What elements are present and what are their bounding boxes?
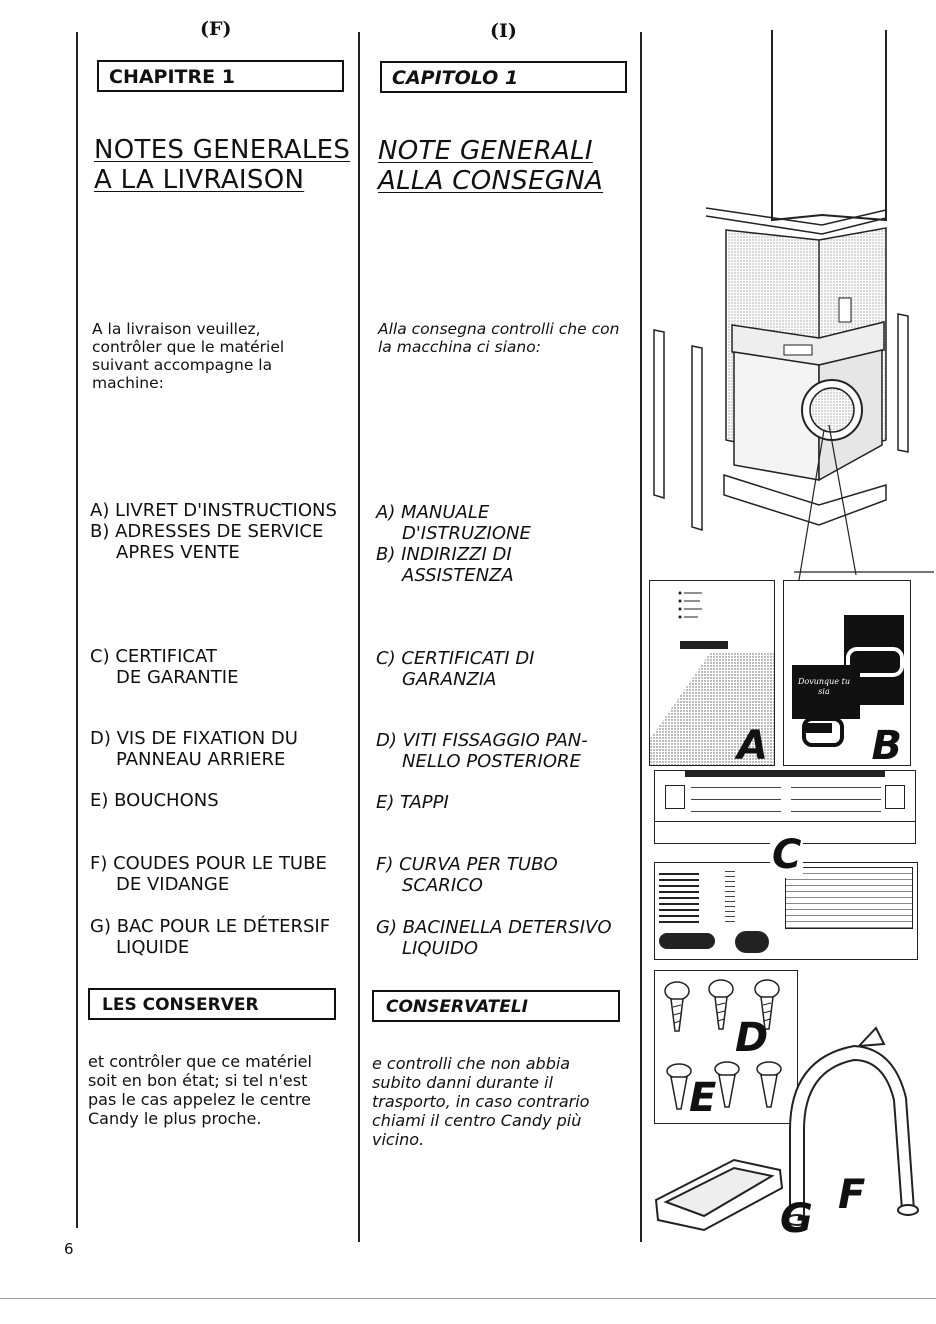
list-item: A) LIVRET D'INSTRUCTIONS — [90, 500, 337, 521]
list-item: F) COUDES POUR LE TUBE DE VIDANGE — [90, 853, 327, 895]
chapter-label: CAPITOLO 1 — [392, 67, 519, 89]
list-item: D) VIS DE FIXATION DU PANNEAU ARRIERE — [90, 728, 298, 770]
list-item: F) CURVA PER TUBO SCARICO — [376, 854, 558, 896]
page-title-french: NOTES GENERALES A LA LIVRAISON — [94, 135, 351, 195]
label-c: C — [770, 832, 804, 878]
list-item: A) MANUALE D'ISTRUZIONE — [376, 502, 531, 544]
list-item: G) BAC POUR LE DÉTERSIF LIQUIDE — [90, 916, 331, 958]
left-column-rule — [76, 32, 78, 1228]
label-d: D — [735, 1015, 769, 1061]
booklet-a-graphic — [650, 591, 774, 765]
intro-text-italian: Alla consegna controlli che con la macch… — [378, 320, 620, 356]
fixing-screws-and-plugs: D E — [654, 970, 798, 1124]
booklet-b-text: Dovunque tu sia — [798, 677, 850, 696]
list-item: G) BACINELLA DETERSIVO LIQUIDO — [376, 917, 612, 959]
intro-text-french: A la livraison veuillez, contrôler que l… — [92, 320, 285, 392]
drain-bend-and-detergent-tray — [654, 1026, 919, 1232]
label-e: E — [689, 1075, 717, 1121]
list-item: B) ADRESSES DE SERVICE APRES VENTE — [90, 521, 324, 563]
conserve-heading-french: LES CONSERVER — [88, 988, 336, 1020]
chapter-heading-italian: CAPITOLO 1 — [380, 61, 627, 93]
chapter-label: CHAPITRE 1 — [109, 66, 235, 88]
list-item: B) INDIRIZZI DI ASSISTENZA — [376, 544, 514, 586]
page-number: 6 — [64, 1240, 74, 1258]
bottom-rule — [0, 1298, 936, 1299]
page-title-italian: NOTE GENERALI ALLA CONSEGNA — [378, 136, 604, 196]
label-g: G — [780, 1196, 813, 1242]
language-mark-italian: (I) — [490, 20, 517, 42]
list-item: E) TAPPI — [376, 792, 449, 813]
label-b: B — [871, 723, 903, 769]
instruction-booklet-a: A — [649, 580, 775, 769]
service-address-booklet-b: Dovunque tu sia B — [783, 580, 911, 769]
list-item: C) CERTIFICAT DE GARANTIE — [90, 646, 239, 688]
chapter-heading-french: CHAPITRE 1 — [97, 60, 344, 92]
list-item: E) BOUCHONS — [90, 790, 219, 811]
closing-text-french: et contrôler que ce matériel soit en bon… — [88, 1052, 312, 1128]
label-a: A — [737, 723, 768, 769]
screws-plugs-graphic — [664, 979, 782, 1110]
right-column-rule — [640, 32, 642, 1242]
list-item: C) CERTIFICATI DI GARANZIA — [376, 648, 535, 690]
language-mark-french: (F) — [200, 18, 232, 40]
conserve-heading-italian: CONSERVATELI — [372, 990, 620, 1022]
warranty-certificate-c: C — [654, 770, 918, 960]
middle-column-rule — [358, 32, 360, 1242]
label-f: F — [838, 1172, 866, 1218]
list-item: D) VITI FISSAGGIO PAN- NELLO POSTERIORE — [376, 730, 588, 772]
washing-machine-illustration — [653, 30, 934, 580]
closing-text-italian: e controlli che non abbia subito danni d… — [372, 1054, 590, 1149]
